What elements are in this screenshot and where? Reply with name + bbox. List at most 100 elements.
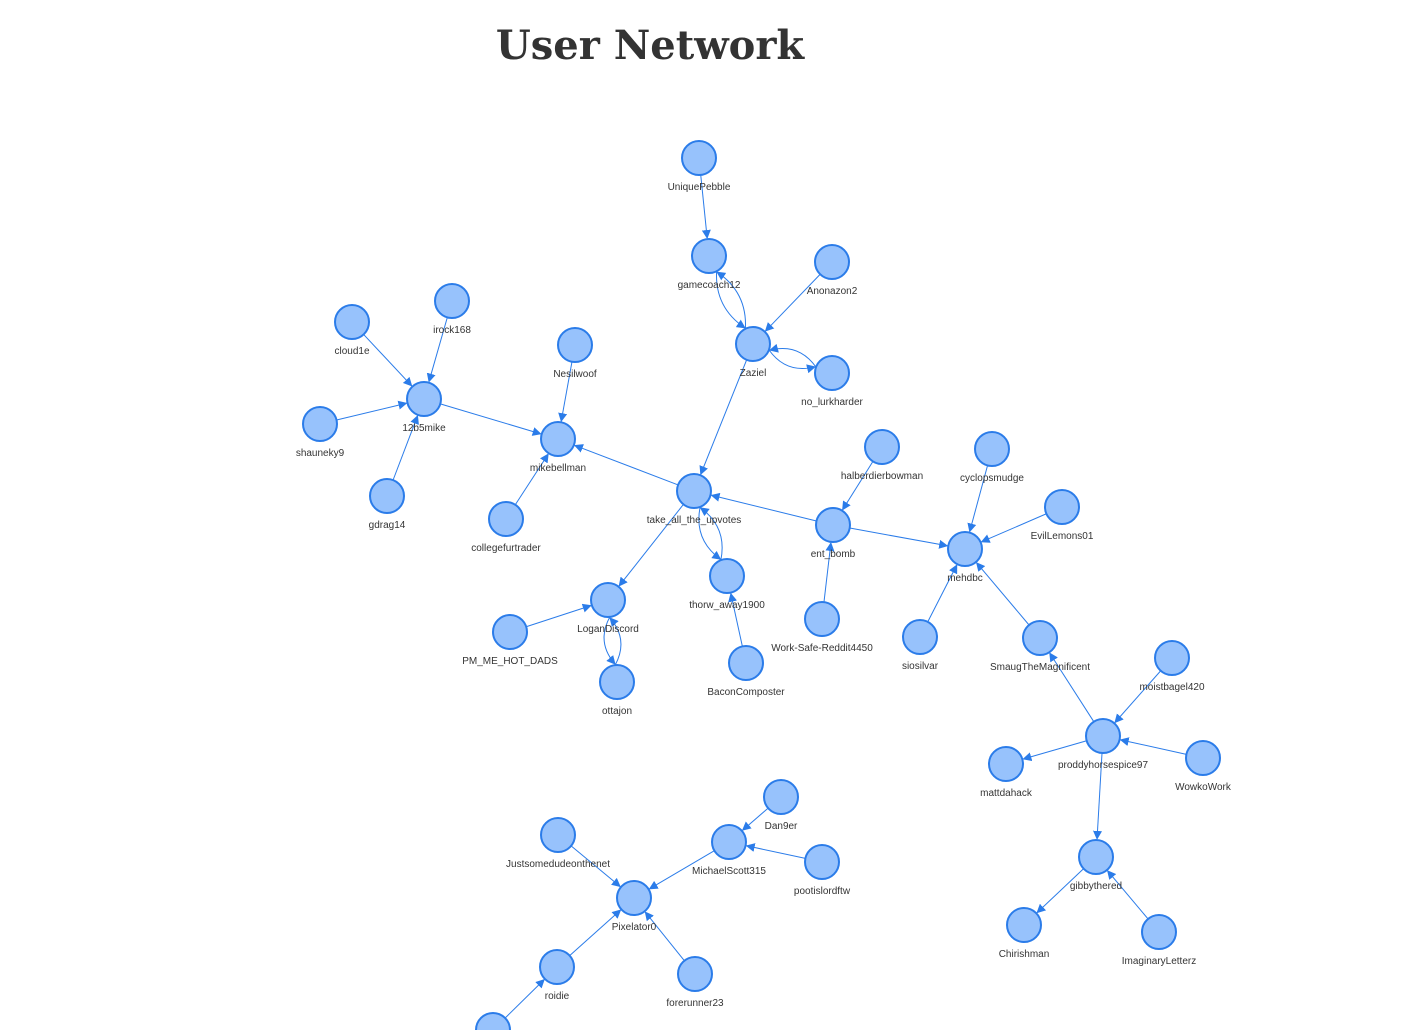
node-halberdierbowman[interactable]: halberdierbowman — [841, 429, 923, 482]
edge-Anonazon2-to-Zaziel[interactable] — [764, 273, 821, 332]
edge-forerunner23-to-Pixelator0[interactable] — [644, 911, 685, 962]
node-thorw_away1900[interactable]: thorw_away1900 — [689, 558, 765, 611]
edge-PM_ME_HOT_DADS-to-LoganDiscord[interactable] — [526, 603, 592, 628]
node-mikebellman[interactable]: mikebellman — [530, 421, 586, 474]
edge-proddyhorsespice97-to-gibbythered[interactable] — [1093, 752, 1103, 840]
edge-MichaelScott315-to-Pixelator0[interactable] — [648, 850, 715, 890]
node-gamecoach12[interactable]: gamecoach12 — [678, 238, 741, 291]
node-circle[interactable] — [492, 614, 528, 650]
node-Chirishman[interactable]: Chirishman — [999, 907, 1050, 960]
edge-cloud1e-to-12b5mike[interactable] — [363, 334, 413, 387]
node-gdrag14[interactable]: gdrag14 — [369, 478, 406, 531]
node-ottajon[interactable]: ottajon — [599, 664, 635, 717]
node-circle[interactable] — [1141, 914, 1177, 950]
node-Dan9er[interactable]: Dan9er — [763, 779, 799, 832]
node-circle[interactable] — [488, 501, 524, 537]
node-circle[interactable] — [599, 664, 635, 700]
edge-irock168-to-12b5mike[interactable] — [426, 317, 448, 383]
node-circle[interactable] — [814, 355, 850, 391]
node-moistbagel420[interactable]: moistbagel420 — [1139, 640, 1205, 693]
node-roidie[interactable]: roidie — [539, 949, 575, 1002]
node-offscreen-node[interactable] — [475, 1012, 511, 1030]
edge-UniquePebble-to-gamecoach12[interactable] — [700, 174, 711, 239]
edge-LoganDiscord-to-ottajon[interactable] — [603, 616, 616, 665]
node-circle[interactable] — [864, 429, 900, 465]
edge-BaconComposter-to-thorw_away1900[interactable] — [728, 592, 743, 647]
node-circle[interactable] — [735, 326, 771, 362]
node-circle[interactable] — [540, 817, 576, 853]
node-circle[interactable] — [539, 949, 575, 985]
edge-Zaziel-to-take_all_the_upvotes[interactable] — [699, 359, 748, 476]
node-forerunner23[interactable]: forerunner23 — [666, 956, 724, 1009]
edge-cyclopsmudge-to-mehdbc[interactable] — [967, 465, 989, 533]
edge-gdrag14-to-12b5mike[interactable] — [392, 414, 419, 481]
node-siosilvar[interactable]: siosilvar — [902, 619, 939, 672]
node-circle[interactable] — [676, 473, 712, 509]
node-circle[interactable] — [1044, 489, 1080, 525]
node-Justsomedudeonthenet[interactable]: Justsomedudeonthenet — [506, 817, 610, 870]
edge-take_all_the_upvotes-to-mikebellman[interactable] — [573, 444, 679, 486]
edge-offscreen-node-to-roidie[interactable] — [504, 978, 545, 1019]
node-SmaugTheMagnificent[interactable]: SmaugTheMagnificent — [990, 620, 1090, 673]
node-circle[interactable] — [1085, 718, 1121, 754]
node-gibbythered[interactable]: gibbythered — [1070, 839, 1122, 892]
edge-moistbagel420-to-proddyhorsespice97[interactable] — [1114, 670, 1162, 724]
node-circle[interactable] — [711, 824, 747, 860]
node-Work-Safe-Reddit4450[interactable]: Work-Safe-Reddit4450 — [771, 601, 873, 654]
node-LoganDiscord[interactable]: LoganDiscord — [577, 582, 639, 635]
node-circle[interactable] — [406, 381, 442, 417]
node-WowkoWork[interactable]: WowkoWork — [1175, 740, 1232, 793]
node-circle[interactable] — [691, 238, 727, 274]
edge-roidie-to-Pixelator0[interactable] — [569, 909, 622, 957]
edge-collegefurtrader-to-mikebellman[interactable] — [514, 453, 549, 506]
node-cyclopsmudge[interactable]: cyclopsmudge — [960, 431, 1024, 484]
node-circle[interactable] — [988, 746, 1024, 782]
node-collegefurtrader[interactable]: collegefurtrader — [471, 501, 541, 554]
node-circle[interactable] — [369, 478, 405, 514]
node-PM_ME_HOT_DADS[interactable]: PM_ME_HOT_DADS — [462, 614, 558, 667]
edge-take_all_the_upvotes-to-LoganDiscord[interactable] — [618, 504, 684, 587]
node-circle[interactable] — [540, 421, 576, 457]
edge-12b5mike-to-mikebellman[interactable] — [440, 403, 542, 436]
node-circle[interactable] — [947, 531, 983, 567]
node-Anonazon2[interactable]: Anonazon2 — [807, 244, 858, 297]
node-Nesilwoof[interactable]: Nesilwoof — [553, 327, 597, 380]
node-circle[interactable] — [804, 601, 840, 637]
edge-ImaginaryLetterz-to-gibbythered[interactable] — [1107, 870, 1149, 920]
edge-Dan9er-to-MichaelScott315[interactable] — [741, 807, 769, 831]
node-UniquePebble[interactable]: UniquePebble — [668, 140, 731, 193]
node-proddyhorsespice97[interactable]: proddyhorsespice97 — [1058, 718, 1148, 771]
node-circle[interactable] — [974, 431, 1010, 467]
node-circle[interactable] — [590, 582, 626, 618]
node-circle[interactable] — [334, 304, 370, 340]
edge-no_lurkharder-to-Zaziel[interactable] — [769, 343, 817, 368]
node-Pixelator0[interactable]: Pixelator0 — [612, 880, 657, 933]
node-circle[interactable] — [1154, 640, 1190, 676]
node-circle[interactable] — [475, 1012, 511, 1030]
edge-Zaziel-to-no_lurkharder[interactable] — [768, 349, 816, 374]
edge-Nesilwoof-to-mikebellman[interactable] — [558, 361, 573, 423]
node-irock168[interactable]: irock168 — [433, 283, 471, 336]
node-circle[interactable] — [616, 880, 652, 916]
node-BaconComposter[interactable]: BaconComposter — [707, 645, 785, 698]
node-circle[interactable] — [677, 956, 713, 992]
edge-Justsomedudeonthenet-to-Pixelator0[interactable] — [570, 845, 621, 888]
node-circle[interactable] — [681, 140, 717, 176]
node-circle[interactable] — [902, 619, 938, 655]
node-EvilLemons01[interactable]: EvilLemons01 — [1031, 489, 1094, 542]
edge-pootislordftw-to-MichaelScott315[interactable] — [745, 843, 806, 859]
edge-Work-Safe-Reddit4450-to-ent_bomb[interactable] — [823, 541, 835, 603]
node-MichaelScott315[interactable]: MichaelScott315 — [692, 824, 766, 877]
edge-ottajon-to-LoganDiscord[interactable] — [609, 617, 622, 666]
node-circle[interactable] — [1006, 907, 1042, 943]
node-circle[interactable] — [557, 327, 593, 363]
edge-EvilLemons01-to-mehdbc[interactable] — [980, 513, 1047, 543]
node-circle[interactable] — [728, 645, 764, 681]
edge-proddyhorsespice97-to-SmaugTheMagnificent[interactable] — [1049, 652, 1095, 722]
node-Zaziel[interactable]: Zaziel — [735, 326, 771, 379]
node-ImaginaryLetterz[interactable]: ImaginaryLetterz — [1122, 914, 1196, 967]
edge-halberdierbowman-to-ent_bomb[interactable] — [842, 461, 874, 511]
edge-take_all_the_upvotes-to-thorw_away1900[interactable] — [698, 506, 722, 560]
node-cloud1e[interactable]: cloud1e — [334, 304, 370, 357]
